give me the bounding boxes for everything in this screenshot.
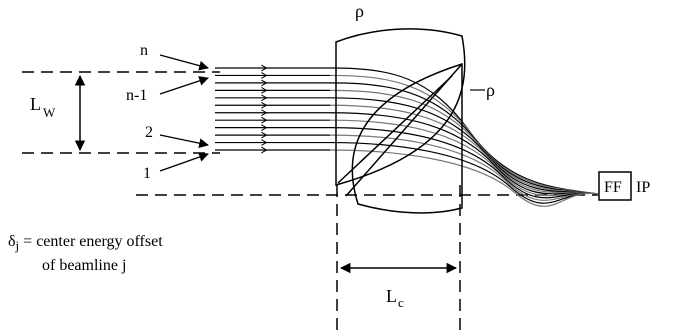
delta-subscript: j [15,238,20,253]
magnet-diagonal-edge-b [345,63,463,197]
rho-right-label: ρ [486,80,495,100]
bent-beam [329,112,599,195]
top-dipole-magnet [335,28,466,186]
bent-beam [329,74,599,195]
ff-label: FF [604,179,622,196]
beam-label-2: 2 [145,124,153,141]
beam-label-1: 1 [143,165,151,182]
pointer-arrow-n [159,54,209,71]
bent-beam [329,127,599,199]
delta-symbol: δ [8,233,16,250]
delta-description: = center energy offset [19,233,163,250]
bent-beam [329,97,599,195]
bent-beam [329,67,599,195]
beam-label-n: n [140,42,148,59]
lw-label: L W [30,94,56,120]
svg-text:δj = center energy offset: δj = center energy offset [8,233,163,253]
pointer-arrow-n-1 [159,76,209,95]
bent-beam [329,89,599,195]
final-focus-box [598,171,632,201]
bent-beam [329,141,599,204]
delta-description-line2: of beamline j [42,257,126,274]
incoming-beams [215,64,330,154]
lw-label-main: L [30,94,41,114]
bent-beam [329,134,599,201]
lc-label-sub: c [398,295,404,310]
magnet-diagonal-edge-a [337,75,453,184]
pointer-arrow-1 [159,152,209,172]
lc-label: L c [386,286,404,310]
pointer-arrow-2 [159,134,209,148]
beam-label-n-1: n-1 [126,87,147,104]
bent-beams [329,67,599,207]
bent-beam [329,119,599,197]
ip-label: IP [636,179,650,196]
bottom-dipole-magnet [351,62,463,214]
lw-label-sub: W [43,105,56,120]
bent-beam [329,104,599,195]
rho-top-label: ρ [355,1,364,21]
lc-label-main: L [386,286,397,306]
delta-legend: δj = center energy offset of beamline j [8,233,163,274]
